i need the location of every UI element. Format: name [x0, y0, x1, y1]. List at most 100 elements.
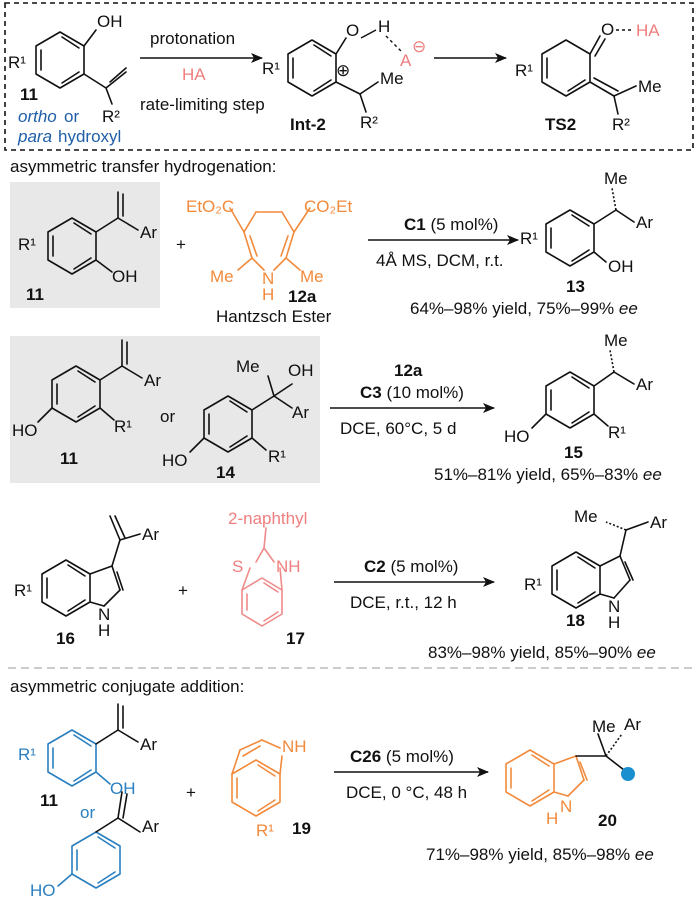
para-label: para [17, 127, 52, 146]
rxn2-substrate-14-structure [189, 375, 293, 453]
rxn3-product-r1: R¹ [524, 575, 542, 594]
compound-11-label: 11 [20, 85, 38, 104]
rxn2-compound-11: 11 [60, 449, 78, 468]
hantzsch-ester-structure [229, 207, 311, 271]
ts2-structure [541, 35, 637, 115]
rxn4-product-n: N [560, 797, 572, 816]
ortho-label: ortho [18, 107, 57, 126]
rxn2-14-me: Me [236, 357, 260, 376]
section-heading-conjugate-addition: asymmetric conjugate addition: [10, 677, 244, 696]
rxn4-para-phenol-structure [57, 791, 141, 889]
compound-17-label: 17 [286, 629, 305, 648]
rxn3-s: S [232, 557, 243, 576]
rxn2-product-ar: Ar [636, 375, 653, 394]
rxn3-compound-16: 16 [56, 629, 75, 648]
rxn2-product-ho: HO [504, 427, 530, 446]
rxn2-r1: R¹ [114, 417, 132, 436]
rxn2-14-ho: HO [162, 451, 188, 470]
protonation-label: protonation [150, 29, 235, 48]
rxn4-product-me: Me [592, 717, 616, 736]
int2-a: A [400, 51, 412, 70]
rxn2-substrate-11-structure [37, 339, 143, 423]
hantzsch-eto2c: EtO₂C [186, 197, 234, 216]
rxn1-plus: + [176, 235, 186, 254]
compound-13-label: 13 [566, 277, 585, 296]
rxn3-naphthyl: 2-naphthyl [228, 509, 307, 528]
rxn3-nh: NH [276, 557, 301, 576]
rxn1-catalyst: C1 (5 mol%) [404, 215, 498, 234]
ts2-o: O [601, 20, 614, 39]
rxn3-product-ar: Ar [650, 513, 667, 532]
rxn2-ho: HO [12, 421, 38, 440]
rxn2-14-r1: R¹ [268, 447, 286, 466]
rxn2-product-structure [531, 349, 635, 429]
substrate-oh: OH [97, 12, 123, 31]
rxn3-product-structure [551, 521, 649, 609]
ts2-r2: R² [612, 115, 630, 134]
rxn1-substrate-box [10, 182, 160, 308]
rxn2-compound-14: 14 [216, 463, 235, 482]
rxn1-product-me: Me [604, 169, 628, 188]
rxn4-r1b: R¹ [256, 821, 274, 840]
hydroxyl-label: hydroxyl [58, 127, 121, 146]
section-heading-transfer-hydrogenation: asymmetric transfer hydrogenation: [10, 157, 276, 176]
int2-r2: R² [360, 113, 378, 132]
rxn4-plus: + [186, 783, 196, 802]
substrate-11-structure [35, 29, 127, 105]
rxn2-catalyst: C3 (10 mol%) [360, 383, 464, 402]
compound-12a-label: 12a [288, 287, 317, 306]
rxn4-yield: 71%–98% yield, 85%–98% ee [426, 845, 654, 864]
rxn1-product-oh: OH [608, 257, 634, 276]
rxn4-substrate-11-structure [47, 703, 139, 787]
substrate-r1: R¹ [8, 53, 26, 72]
substituent-dot [621, 767, 635, 781]
rxn3-product-h: H [608, 613, 620, 632]
rxn1-compound-11: 11 [26, 285, 44, 304]
rxn1-yield: 64%–98% yield, 75%–99% ee [410, 299, 638, 318]
rxn4-compound-11: 11 [40, 791, 58, 810]
int2-me: Me [380, 69, 404, 88]
rxn3-yield: 83%–98% yield, 85%–90% ee [428, 643, 656, 662]
rate-limiting-label: rate-limiting step [140, 95, 265, 114]
compound-20-label: 20 [598, 811, 617, 830]
int2-r1: R¹ [262, 59, 280, 78]
rxn2-or: or [160, 407, 175, 426]
rxn2-14-ar: Ar [292, 403, 309, 422]
compound-15-label: 15 [564, 443, 583, 462]
rxn4-ar: Ar [140, 735, 157, 754]
rxn2-substrate-box [10, 336, 320, 483]
rxn1-substrate-structure [47, 191, 139, 275]
rxn2-product-me: Me [604, 331, 628, 350]
substrate-r2: R² [102, 107, 120, 126]
hantzsch-me-right: Me [300, 267, 324, 286]
ts2-r1: R¹ [515, 61, 533, 80]
rxn1-r1: R¹ [18, 235, 36, 254]
rxn2-ar: Ar [144, 371, 161, 390]
rxn4-ho: HO [30, 881, 56, 900]
rxn3-plus: + [178, 581, 188, 600]
mechanism-box [4, 2, 694, 151]
ts2-ha: HA [636, 21, 660, 40]
rxn2-yield: 51%–81% yield, 65%–83% ee [434, 465, 662, 484]
ts2-me: Me [638, 77, 662, 96]
rxn4-oh: OH [110, 779, 136, 798]
rxn4-product-structure [505, 733, 625, 807]
rxn3-r1: R¹ [14, 581, 32, 600]
rxn1-ar: Ar [140, 223, 157, 242]
int2-minus: ⊖ [412, 37, 426, 56]
ha-reagent: HA [182, 65, 206, 84]
rxn2-reagent: 12a [394, 361, 423, 380]
rxn2-conditions: DCE, 60°C, 5 d [340, 419, 456, 438]
int2-oh-bond [360, 29, 377, 39]
rxn2-product-r1: R¹ [608, 423, 626, 442]
hantzsch-h: H [262, 285, 274, 304]
rxn3-h: H [98, 621, 110, 640]
int2-structure [287, 37, 379, 113]
rxn2-14-oh: OH [288, 361, 314, 380]
rxn1-product-r1: R¹ [520, 229, 538, 248]
rxn1-product-ar: Ar [636, 213, 653, 232]
rxn4-ar2: Ar [142, 817, 159, 836]
int2-h: H [378, 17, 390, 36]
int2-hbond [385, 35, 403, 53]
